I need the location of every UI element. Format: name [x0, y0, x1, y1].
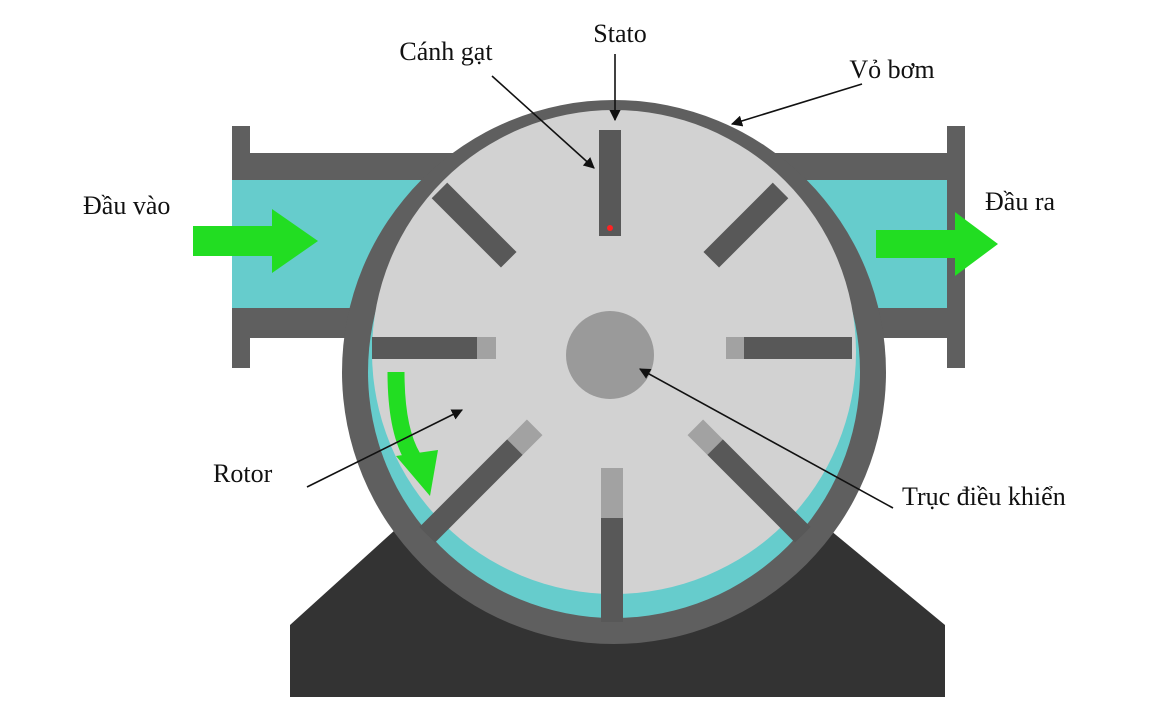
truc-dieu-khien-leader	[639, 368, 894, 509]
vanes	[372, 130, 852, 622]
label-stato: Stato	[593, 19, 646, 48]
rotation-flow-arrow	[387, 371, 421, 463]
label-dau-ra: Đầu ra	[985, 187, 1055, 216]
label-canh-gat: Cánh gạt	[399, 37, 493, 66]
vo-bom-leader	[730, 83, 863, 127]
vane-top-left	[431, 182, 517, 268]
drive-shaft	[566, 311, 654, 399]
vane-left	[372, 337, 496, 359]
rotation-flow-arrowhead	[396, 450, 438, 496]
label-dau-vao: Đầu vào	[83, 191, 170, 220]
inlet-flow-arrow	[193, 209, 318, 273]
vane-right	[726, 337, 852, 359]
label-rotor: Rotor	[213, 459, 273, 488]
label-truc-dieu-khien: Trục điều khiển	[902, 482, 1066, 511]
stator-marker-dot	[607, 225, 613, 231]
canh-gat-leader	[491, 75, 595, 169]
outlet-flow-arrow	[876, 212, 998, 276]
vane-top-right	[703, 182, 789, 268]
vane-bottom-left	[419, 419, 543, 543]
rotor-leader	[306, 409, 464, 488]
vane-top	[599, 130, 621, 236]
vane-bottom	[601, 468, 623, 622]
vane-bottom-right	[687, 419, 811, 543]
label-vo-bom: Vỏ bơm	[849, 55, 934, 84]
